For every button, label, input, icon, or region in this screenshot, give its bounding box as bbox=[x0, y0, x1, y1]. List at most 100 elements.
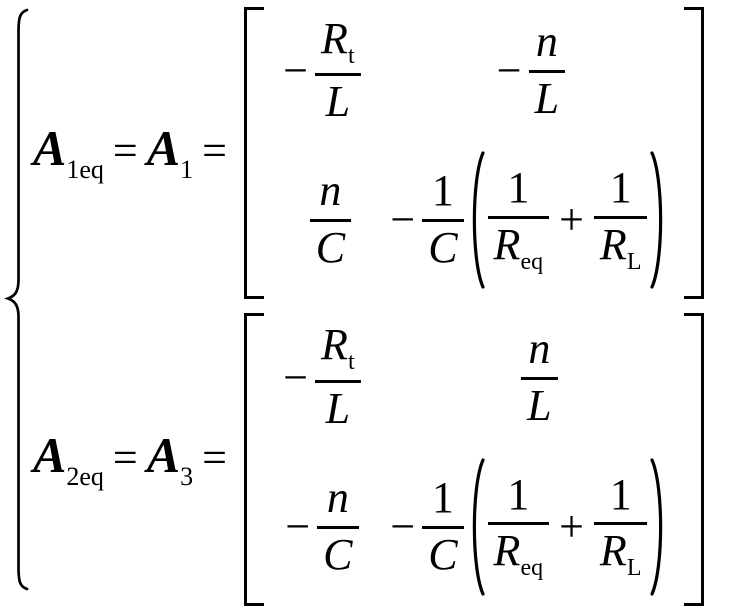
denominator: RL bbox=[599, 526, 642, 582]
fraction-bar bbox=[422, 525, 464, 529]
left-curly-brace bbox=[3, 8, 29, 591]
equation-1: A1eq=A1= − Rt L − n bbox=[33, 7, 704, 300]
equation-1-lhs: A1eq=A1= bbox=[33, 123, 236, 183]
close-paren bbox=[650, 151, 663, 289]
denominator: L bbox=[325, 77, 351, 127]
equation-2-lhs: A2eq=A3= bbox=[33, 430, 236, 490]
cell-r1c2: n L bbox=[504, 323, 558, 430]
minus-sign: − bbox=[285, 501, 311, 551]
equals-sign: = bbox=[202, 432, 227, 482]
subscript-t: t bbox=[347, 43, 355, 69]
subscript-eq: eq bbox=[520, 249, 544, 276]
matrix-symbol-A3: A bbox=[146, 426, 181, 483]
fraction-Rt-over-L: Rt L bbox=[315, 320, 361, 433]
denominator: C bbox=[323, 529, 353, 579]
minus-sign: − bbox=[283, 352, 309, 402]
numerator: 1 bbox=[507, 163, 530, 213]
equation-2: A2eq=A3= − Rt L n bbox=[33, 313, 704, 606]
fraction-bar bbox=[593, 522, 648, 526]
fraction-bar bbox=[422, 219, 464, 223]
denominator: L bbox=[534, 74, 560, 124]
cell-r2c1: n C bbox=[293, 166, 352, 273]
plus-sign: + bbox=[559, 501, 584, 551]
denominator: C bbox=[315, 223, 346, 273]
cell-r2c1: − n C bbox=[285, 472, 359, 579]
fraction-1-over-RL: 1 RL bbox=[593, 163, 648, 276]
matrix-A3-cells: − Rt L n L bbox=[264, 313, 684, 605]
minus-sign: − bbox=[496, 46, 522, 96]
numerator: 1 bbox=[609, 163, 632, 213]
cell-r2c2: − 1 C 1 Req + bbox=[390, 151, 671, 289]
subscript-1eq: 1eq bbox=[66, 155, 104, 185]
subscript-1: 1 bbox=[180, 155, 194, 185]
left-bracket bbox=[243, 313, 264, 606]
subscript-L: L bbox=[626, 555, 642, 582]
fraction-bar bbox=[487, 216, 550, 220]
numerator: n bbox=[528, 323, 551, 373]
fraction-n-over-C: n C bbox=[309, 166, 352, 273]
fraction-Rt-over-L: Rt L bbox=[315, 14, 361, 127]
numerator: 1 bbox=[507, 469, 530, 519]
numerator: n bbox=[326, 472, 349, 522]
fraction-bar bbox=[593, 216, 648, 220]
numerator: Rt bbox=[321, 320, 355, 376]
matrix-symbol-A1eq: A bbox=[33, 120, 67, 177]
fraction-n-over-C: n C bbox=[317, 472, 359, 579]
denominator: Req bbox=[493, 526, 544, 582]
fraction-bar bbox=[315, 73, 361, 77]
fraction-1-over-C: 1 C bbox=[422, 166, 464, 273]
fraction-1-over-Req: 1 Req bbox=[487, 469, 550, 582]
fraction-n-over-L: n L bbox=[528, 17, 566, 124]
fraction-bar bbox=[309, 219, 352, 223]
minus-sign: − bbox=[390, 195, 416, 245]
matrix-A1: − Rt L − n L bbox=[243, 7, 704, 300]
cell-r1c2: − n L bbox=[496, 17, 566, 124]
fraction-bar bbox=[317, 525, 359, 529]
cell-r2c2: − 1 C 1 Req + bbox=[390, 458, 671, 596]
subscript-3: 3 bbox=[180, 461, 194, 491]
fraction-bar bbox=[487, 522, 550, 526]
subscript-2eq: 2eq bbox=[66, 461, 104, 491]
fraction-n-over-L: n L bbox=[521, 323, 558, 430]
numerator: 1 bbox=[431, 472, 454, 522]
cell-r1c1: − Rt L bbox=[283, 320, 361, 433]
numerator: Rt bbox=[321, 14, 355, 69]
subscript-L: L bbox=[626, 249, 642, 276]
right-bracket bbox=[683, 7, 704, 300]
denominator: L bbox=[527, 380, 552, 430]
denominator: C bbox=[428, 223, 458, 273]
right-bracket bbox=[683, 313, 704, 606]
fraction-bar bbox=[315, 379, 361, 383]
fraction-1-over-C: 1 C bbox=[422, 472, 464, 579]
numerator: 1 bbox=[431, 166, 454, 216]
numerator: n bbox=[535, 17, 558, 67]
matrix-symbol-A1: A bbox=[146, 120, 181, 177]
denominator: L bbox=[325, 383, 351, 433]
numerator: 1 bbox=[609, 469, 632, 519]
fraction-bar bbox=[528, 70, 566, 74]
open-paren bbox=[472, 151, 485, 289]
denominator: C bbox=[428, 529, 458, 579]
equals-sign: = bbox=[202, 126, 227, 176]
matrix-symbol-A2eq: A bbox=[33, 426, 67, 483]
subscript-eq: eq bbox=[520, 555, 544, 582]
cell-r1c1: − Rt L bbox=[283, 14, 361, 127]
matrix-A1-cells: − Rt L − n L bbox=[264, 7, 684, 299]
fraction-bar bbox=[521, 376, 558, 380]
denominator: RL bbox=[599, 220, 642, 276]
close-paren bbox=[650, 458, 663, 596]
numerator: n bbox=[319, 166, 342, 216]
fraction-1-over-Req: 1 Req bbox=[487, 163, 550, 276]
equation-system: A1eq=A1= − Rt L − n bbox=[33, 7, 704, 606]
denominator: Req bbox=[493, 220, 544, 276]
minus-sign: − bbox=[390, 501, 416, 551]
equals-sign: = bbox=[112, 126, 138, 176]
fraction-1-over-RL: 1 RL bbox=[593, 469, 648, 582]
plus-sign: + bbox=[559, 195, 584, 245]
subscript-t: t bbox=[347, 349, 355, 376]
equals-sign: = bbox=[112, 432, 138, 482]
left-bracket bbox=[243, 7, 264, 300]
minus-sign: − bbox=[283, 46, 309, 96]
matrix-A3: − Rt L n L bbox=[243, 313, 704, 606]
open-paren bbox=[472, 458, 485, 596]
